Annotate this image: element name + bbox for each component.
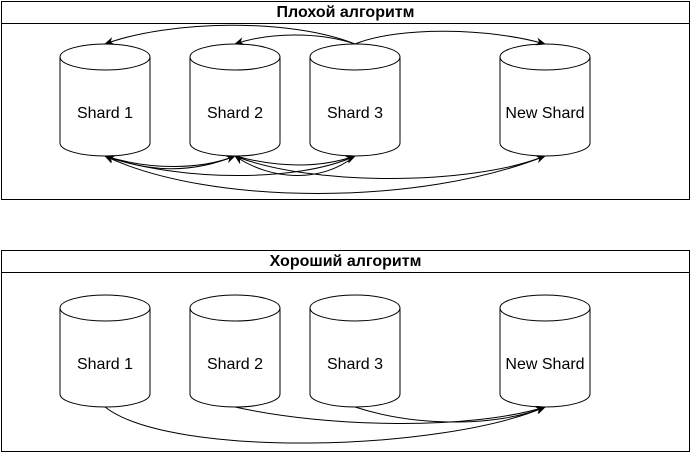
- bad-algorithm-title: Плохой алгоритм: [2, 2, 689, 24]
- good-arrow-shard2-to-newshard: [234, 405, 546, 424]
- good-arrow-shard3-to-newshard: [354, 406, 546, 423]
- bad-arrow-shard3-to-shard1-top: [104, 24, 356, 45]
- bad-shard-2-label: Shard 2: [207, 105, 263, 122]
- good-shard-2-label: Shard 2: [207, 356, 263, 373]
- good-algorithm-title: Хороший алгоритм: [2, 251, 689, 273]
- good-shard-3-cylinder: Shard 3: [309, 294, 401, 408]
- bad-arrow-shard3-to-shard2-top: [234, 34, 356, 45]
- good-arrow-shard1-to-newshard: [104, 406, 546, 444]
- bad-arrow-shard1-to-shard2: [104, 155, 236, 167]
- good-shard-3-label: Shard 3: [327, 356, 383, 373]
- bad-arrow-newshard-to-shard1: [104, 155, 546, 194]
- good-shard-1-cylinder: Shard 1: [59, 294, 151, 408]
- bad-algorithm-panel: Плохой алгоритм: [1, 1, 690, 200]
- good-new-shard-cylinder: New Shard: [499, 294, 591, 408]
- bad-new-shard-cylinder: New Shard: [499, 43, 591, 157]
- good-new-shard-label: New Shard: [505, 356, 584, 373]
- bad-arrow-shard2-to-shard3: [234, 155, 356, 166]
- bad-new-shard-label: New Shard: [505, 105, 584, 122]
- bad-arrow-shard3-to-shard2: [234, 155, 356, 176]
- bad-shard-1-label: Shard 1: [77, 105, 133, 122]
- bad-arrow-shard3-to-newshard-top: [354, 30, 546, 46]
- good-shard-2-cylinder: Shard 2: [189, 294, 281, 408]
- bad-arrow-shard2-to-newshard: [234, 155, 546, 179]
- bad-shard-1-cylinder: Shard 1: [59, 43, 151, 157]
- bad-shard-3-label: Shard 3: [327, 105, 383, 122]
- bad-shard-2-cylinder: Shard 2: [189, 43, 281, 157]
- good-shard-1-label: Shard 1: [77, 356, 133, 373]
- bad-shard-3-cylinder: Shard 3: [309, 43, 401, 157]
- bad-arrow-shard1-to-shard3: [104, 155, 356, 176]
